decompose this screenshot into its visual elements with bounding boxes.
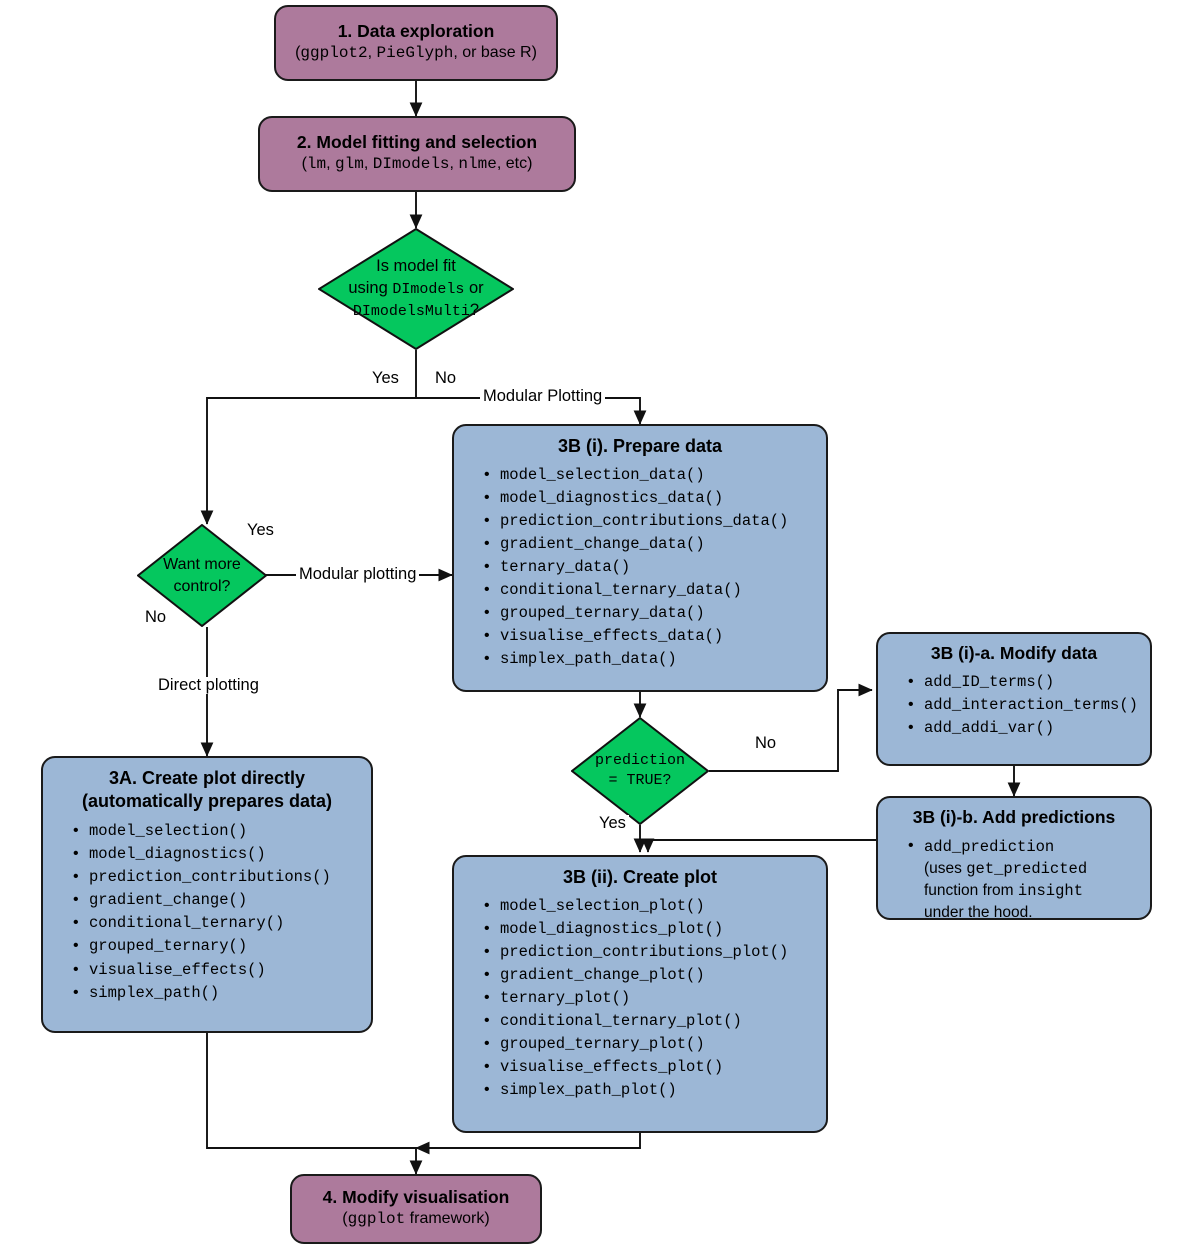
node-3bia-title: 3B (i)-a. Modify data [930,643,1098,663]
list-item: ternary_data() [484,555,814,579]
control-line-1: Want more [163,556,241,574]
edge-label-yes-model-fit: Yes [369,370,402,387]
control-line-2: control? [173,577,231,595]
edge-3a-step4 [206,1033,423,1175]
list-item: visualise_effects_plot() [484,1055,814,1079]
decision-prediction-label: prediction = TRUE? [571,717,709,825]
decision-line-1: Is model fit [376,257,456,276]
node-step4-subtitle: (ggplot framework) [342,1210,490,1229]
node-3a-function-list: model_selection() model_diagnostics() pr… [55,819,359,1005]
edge-prediction-no-modify [709,683,873,772]
list-item: add_addi_var() [908,716,1138,740]
node-3a-title-line2: (automatically prepares data) [81,790,333,811]
node-3bib-title: 3B (i)-b. Add predictions [912,807,1116,827]
node-3bii-title: 3B (ii). Create plot [562,867,718,887]
decision-line-2: using DImodels or [348,279,484,299]
node-3bib-function-list: add_prediction (uses get_predicted funct… [890,835,1138,924]
list-item: ternary_plot() [484,986,814,1010]
list-item: gradient_change_plot() [484,963,814,987]
edge-label-no-model-fit: No [432,370,460,387]
decision-line-3: DImodelsMulti? [352,300,480,320]
list-item: model_diagnostics_plot() [484,917,814,941]
edge-label-no-control: No [142,609,170,626]
addpred-function-from: function from [924,881,1018,899]
addpred-get-predicted: get_predicted [966,859,1088,878]
list-item: add_interaction_terms() [908,693,1138,717]
list-item: gradient_change() [73,888,359,912]
prediction-line-1: prediction [594,752,685,770]
decision-is-model-fit-label: Is model fit using DImodels or DImodelsM… [318,228,514,350]
prediction-line-2: = TRUE? [608,772,672,789]
decision-want-more-control[interactable]: Want more control? [137,524,267,627]
node-step1-title: 1. Data exploration [337,21,495,42]
node-3bib-add-predictions[interactable]: 3B (i)-b. Add predictions add_prediction… [876,796,1152,921]
list-item: grouped_ternary_plot() [484,1032,814,1056]
list-item: grouped_ternary_data() [484,601,814,625]
list-item: model_diagnostics_data() [484,486,814,510]
node-3bi-title: 3B (i). Prepare data [557,436,723,456]
edge-label-no-prediction: No [752,735,780,752]
list-item: grouped_ternary() [73,934,359,958]
node-step4-title: 4. Modify visualisation [322,1187,510,1208]
list-item: conditional_ternary() [73,911,359,935]
addpred-insight: insight [1017,881,1084,900]
list-item: model_selection() [73,819,359,843]
list-item: gradient_change_data() [484,532,814,556]
node-step1-data-exploration[interactable]: 1. Data exploration (ggplot2, PieGlyph, … [274,5,558,81]
list-item: prediction_contributions_plot() [484,940,814,964]
list-item: add_prediction (uses get_predicted funct… [908,835,1138,924]
node-step1-subtitle: (ggplot2, PieGlyph, or base R) [295,44,537,63]
list-item: simplex_path() [73,981,359,1005]
decision-prediction-true[interactable]: prediction = TRUE? [571,717,709,825]
node-3a-title-line1: 3A. Create plot directly [108,768,306,788]
node-3bia-modify-data[interactable]: 3B (i)-a. Modify data add_ID_terms() add… [876,632,1152,766]
list-item: simplex_path_plot() [484,1078,814,1102]
decision-want-more-control-label: Want more control? [137,524,267,627]
node-3bia-function-list: add_ID_terms() add_interaction_terms() a… [890,670,1138,740]
edge-label-yes-prediction: Yes [596,815,629,832]
edge-label-yes-control: Yes [244,522,277,539]
list-item: conditional_ternary_plot() [484,1009,814,1033]
addpred-uses: (uses [924,859,967,877]
node-3bii-create-plot[interactable]: 3B (ii). Create plot model_selection_plo… [452,855,828,1133]
node-3bi-function-list: model_selection_data() model_diagnostics… [466,462,814,672]
addpred-fn-name: add_prediction [924,837,1055,856]
edge-3bii-step4 [415,1133,641,1155]
node-3bii-function-list: model_selection_plot() model_diagnostics… [466,893,814,1103]
node-step2-model-fitting[interactable]: 2. Model fitting and selection (lm, glm,… [258,116,576,192]
node-step2-title: 2. Model fitting and selection [296,132,538,153]
edge-label-modular-plotting-cap: Modular Plotting [480,388,606,405]
list-item: visualise_effects_data() [484,624,814,648]
list-item: model_selection_data() [484,462,814,487]
node-step4-modify-visualisation[interactable]: 4. Modify visualisation (ggplot framewor… [290,1174,542,1244]
node-step2-subtitle: (lm, glm, DImodels, nlme, etc) [301,155,533,174]
list-item: conditional_ternary_data() [484,578,814,602]
list-item: add_ID_terms() [908,670,1138,694]
list-item: simplex_path_data() [484,647,814,671]
list-item: prediction_contributions_data() [484,509,814,533]
addpred-under-hood: under the hood. [924,903,1033,921]
decision-is-model-fit-dimodels[interactable]: Is model fit using DImodels or DImodelsM… [318,228,514,350]
node-3a-create-plot-directly[interactable]: 3A. Create plot directly (automatically … [41,756,373,1033]
edge-label-modular-plotting: Modular plotting [296,566,420,583]
edge-label-direct-plotting: Direct plotting [155,677,262,694]
list-item: visualise_effects() [73,958,359,982]
node-3bi-prepare-data[interactable]: 3B (i). Prepare data model_selection_dat… [452,424,828,692]
list-item: model_selection_plot() [484,893,814,918]
list-item: prediction_contributions() [73,865,359,889]
list-item: model_diagnostics() [73,842,359,866]
